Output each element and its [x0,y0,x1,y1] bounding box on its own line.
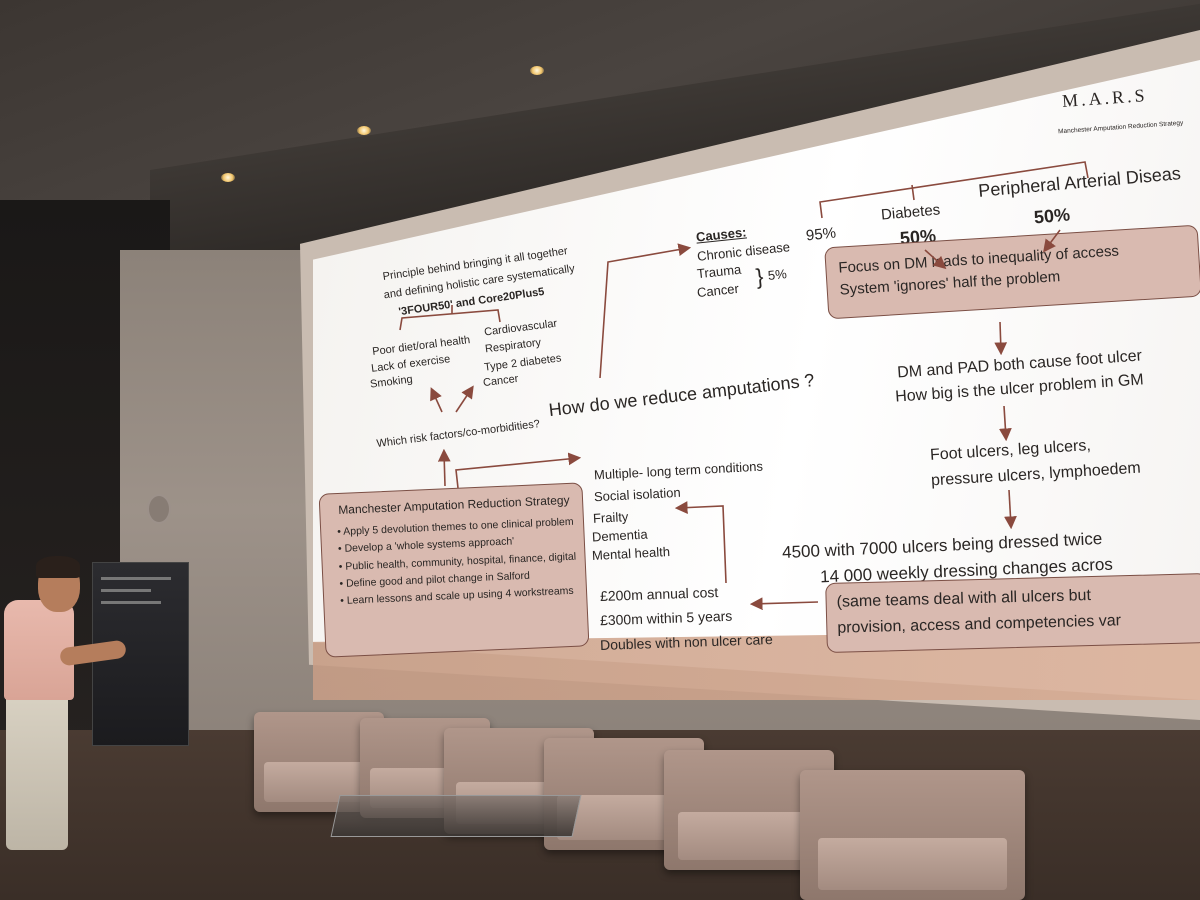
armchair [800,770,1025,900]
arrow-focus-to-dmpad [994,321,1008,356]
tree-bracket [819,161,1089,219]
arrow-strategy-to-risk [437,448,451,487]
ceiling-light [357,126,371,135]
coffee-table [330,795,582,837]
arrow-dmpad-to-ulcers [999,405,1012,442]
ceiling-light [221,173,235,182]
ceiling-light [530,66,544,75]
arrow-pad-to-focus [1043,229,1061,253]
arrow-same-to-cost [749,597,819,611]
presenter-hair [36,556,80,578]
arrow-cost-to-conditions [674,501,727,584]
arrow-question-to-causes [599,243,692,379]
arrow-risk-to-lifestyle [430,387,443,413]
tree-bracket-risk [399,309,501,331]
tree-branch [911,184,915,201]
presenter-legs [6,690,68,850]
arrow-diabetes-to-focus [924,249,947,270]
wall-fixture [147,494,171,524]
arrow-risk-to-disease [455,385,474,413]
arrow-strategy-to-conditions [455,452,582,489]
arrow-ulcers-to-dressed [1004,489,1017,530]
